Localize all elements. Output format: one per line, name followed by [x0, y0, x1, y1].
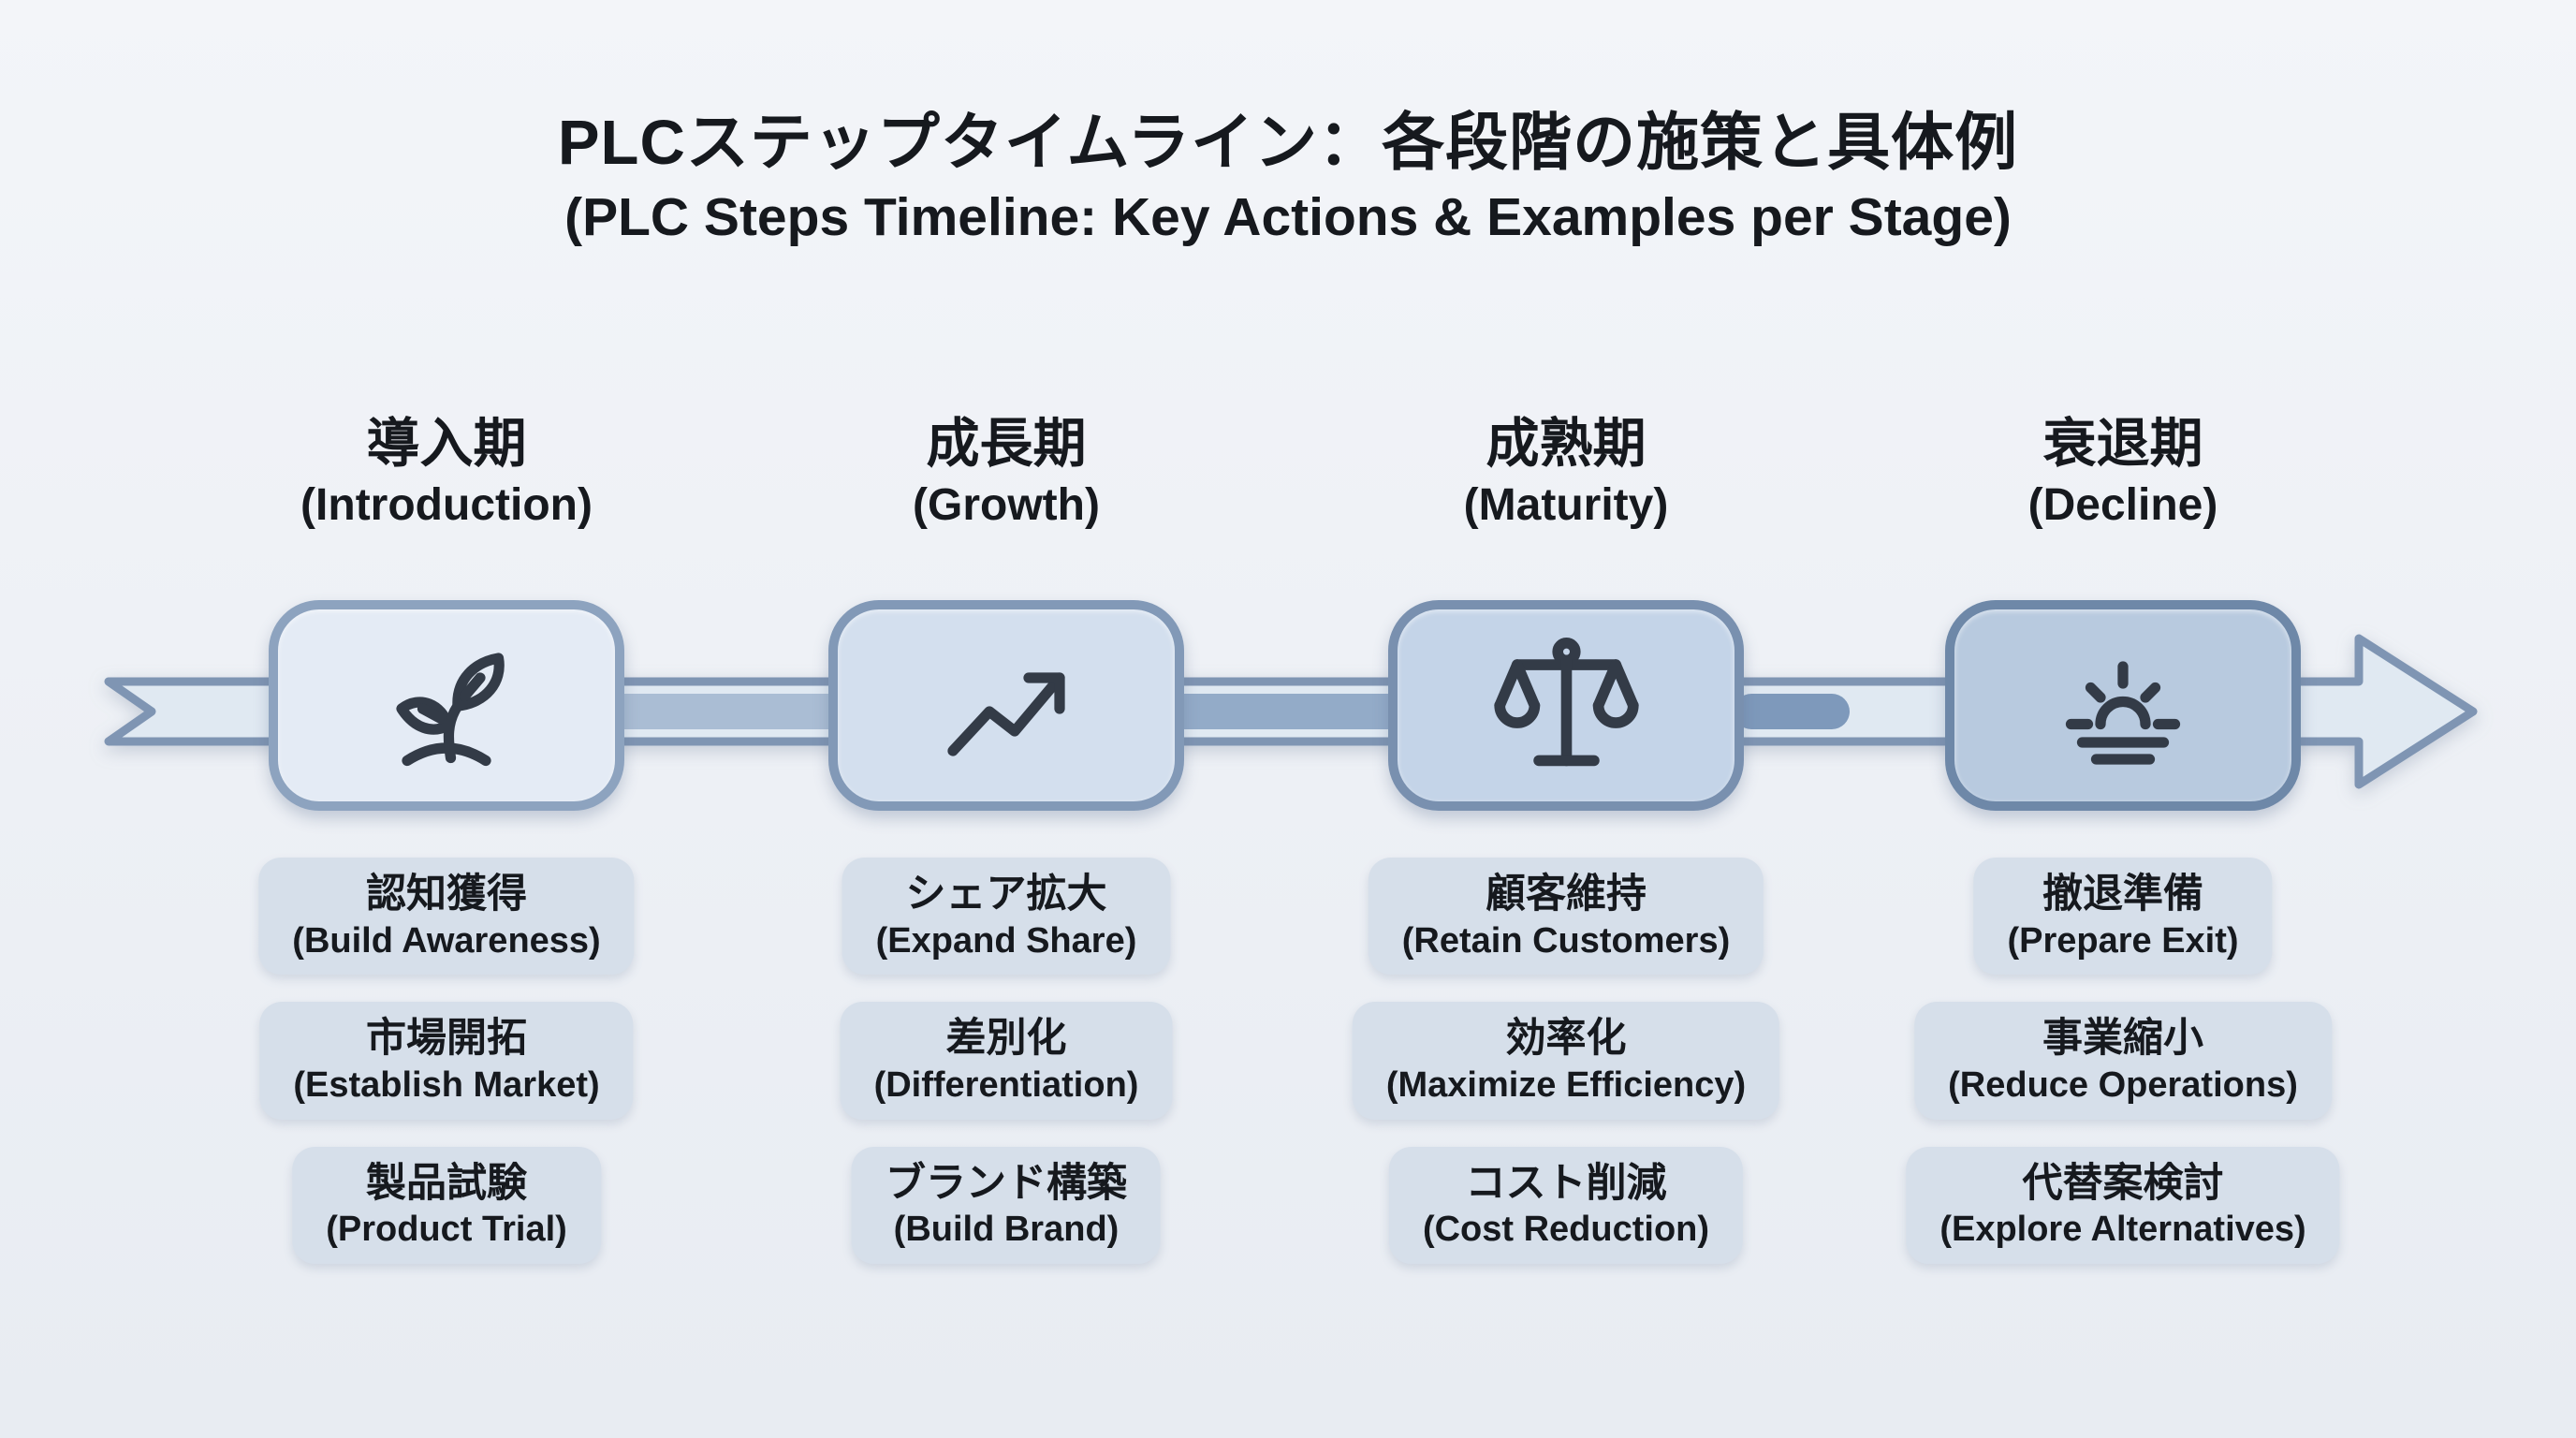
action-english: (Expand Share)	[875, 920, 1137, 961]
stage-box-maturity	[1388, 600, 1744, 811]
action-japanese: コスト削減	[1465, 1160, 1667, 1206]
stage-name-english: (Decline)	[2027, 479, 2218, 530]
action-english: (Build Awareness)	[292, 920, 601, 961]
page-title-japanese: PLCステップタイムライン：各段階の施策と具体例	[557, 108, 2019, 178]
action-japanese: 代替案検討	[2022, 1160, 2224, 1206]
balance-scale-icon	[1493, 638, 1639, 767]
action-japanese: 顧客維持	[1486, 872, 1647, 917]
trending-up-icon	[947, 671, 1065, 756]
stage-actions-growth: シェア拡大 (Expand Share) 差別化 (Differentiatio…	[840, 858, 1173, 1265]
action-english: (Retain Customers)	[1401, 920, 1731, 961]
action-pill: 製品試験 (Product Trial)	[292, 1146, 601, 1265]
stage-actions-maturity: 顧客維持 (Retain Customers) 効率化 (Maximize Ef…	[1352, 858, 1780, 1265]
action-english: (Prepare Exit)	[2007, 920, 2239, 961]
action-pill: コスト削減 (Cost Reduction)	[1388, 1146, 1744, 1265]
action-pill: 効率化 (Maximize Efficiency)	[1352, 1002, 1780, 1120]
action-japanese: 効率化	[1505, 1016, 1627, 1062]
action-japanese: 製品試験	[365, 1160, 527, 1206]
action-pill: 事業縮小 (Reduce Operations)	[1914, 1002, 2332, 1120]
action-japanese: 差別化	[945, 1016, 1067, 1062]
action-pill: 撤退準備 (Prepare Exit)	[1973, 858, 2273, 976]
stage-name-japanese: 導入期	[366, 414, 527, 474]
page-title: PLCステップタイムライン：各段階の施策と具体例 (PLC Steps Time…	[0, 101, 2576, 250]
action-pill: 市場開拓 (Establish Market)	[259, 1002, 634, 1120]
stage-name-japanese: 成熟期	[1486, 414, 1647, 474]
action-english: (Explore Alternatives)	[1939, 1210, 2306, 1250]
stage-header-growth: 成長期 (Growth)	[651, 414, 1362, 536]
stage-header-introduction: 導入期 (Introduction)	[91, 414, 802, 536]
page-title-english: (PLC Steps Timeline: Key Actions & Examp…	[564, 187, 2012, 248]
action-japanese: 撤退準備	[2042, 872, 2203, 917]
action-japanese: ブランド構築	[886, 1160, 1127, 1206]
action-pill: シェア拡大 (Expand Share)	[842, 858, 1171, 976]
action-pill: 認知獲得 (Build Awareness)	[258, 858, 635, 976]
stage-name-japanese: 衰退期	[2042, 414, 2203, 474]
stage-name-english: (Introduction)	[300, 479, 593, 530]
stage-box-growth	[828, 600, 1184, 811]
action-pill: 顧客維持 (Retain Customers)	[1368, 858, 1764, 976]
action-english: (Differentiation)	[873, 1065, 1139, 1106]
stage-actions-decline: 撤退準備 (Prepare Exit) 事業縮小 (Reduce Operati…	[1906, 858, 2340, 1265]
action-japanese: シェア拡大	[905, 872, 1107, 917]
action-japanese: 市場開拓	[365, 1016, 527, 1062]
action-english: (Maximize Efficiency)	[1385, 1065, 1747, 1106]
action-english: (Build Brand)	[893, 1210, 1120, 1250]
action-pill: 代替案検討 (Explore Alternatives)	[1906, 1146, 2340, 1265]
stage-name-english: (Growth)	[913, 479, 1100, 530]
timeline-stripe-growth-maturity	[1178, 694, 1395, 729]
action-english: (Product Trial)	[326, 1210, 567, 1250]
sprout-icon	[396, 652, 505, 766]
action-english: (Reduce Operations)	[1948, 1065, 2298, 1106]
timeline-stripe-maturity-decline-progress	[1734, 694, 1850, 729]
stage-name-english: (Maturity)	[1463, 479, 1669, 530]
stage-box-introduction	[269, 600, 624, 811]
stage-header-maturity: 成熟期 (Maturity)	[1210, 414, 1922, 536]
stage-actions-introduction: 認知獲得 (Build Awareness) 市場開拓 (Establish M…	[258, 858, 635, 1265]
stage-name-japanese: 成長期	[926, 414, 1087, 474]
action-pill: ブランド構築 (Build Brand)	[852, 1146, 1161, 1265]
action-japanese: 認知獲得	[365, 872, 527, 917]
sunset-icon	[2065, 660, 2181, 765]
stage-header-decline: 衰退期 (Decline)	[1767, 414, 2479, 536]
action-japanese: 事業縮小	[2042, 1016, 2203, 1062]
action-english: (Cost Reduction)	[1422, 1210, 1710, 1250]
action-pill: 差別化 (Differentiation)	[840, 1002, 1173, 1120]
timeline-stripe-introduction-growth	[618, 694, 835, 729]
action-english: (Establish Market)	[293, 1065, 600, 1106]
stage-box-decline	[1945, 600, 2301, 811]
